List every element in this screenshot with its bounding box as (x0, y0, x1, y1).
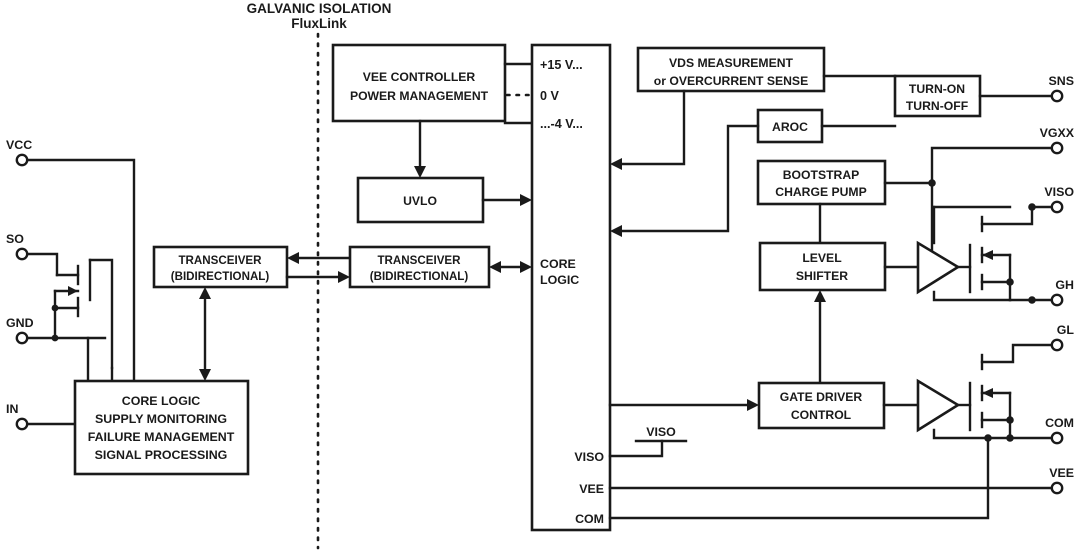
vee-controller-label-2: POWER MANAGEMENT (350, 89, 489, 103)
core-pin-vee-label: VEE (579, 482, 604, 496)
bootstrap-label-1: BOOTSTRAP (783, 168, 860, 182)
pin-terminal-gl[interactable] (1050, 338, 1064, 352)
arrow-right-core-sec (520, 261, 532, 273)
arrow-left-core-sec (489, 261, 501, 273)
transceiver-secondary-box (348, 245, 491, 289)
arrow-uvlo-core (520, 194, 532, 206)
turn-on-label: TURN-ON (909, 82, 965, 96)
transceiver-primary-label-2: (BIDIRECTIONAL) (171, 270, 270, 283)
transceiver-secondary-label-2: (BIDIRECTIONAL) (370, 270, 469, 283)
arrow-aroc-to-core (610, 225, 622, 237)
uvlo-label: UVLO (403, 194, 437, 208)
arrow-sec-to-pri (287, 252, 299, 264)
vds-measurement-box (636, 46, 826, 93)
transceiver-primary-label-1: TRANSCEIVER (178, 254, 262, 267)
wire-vcc (26, 158, 136, 383)
pin-terminal-vcc[interactable] (15, 153, 29, 167)
core-logic-primary-label-4: SIGNAL PROCESSING (95, 448, 228, 462)
vee-controller-label-1: VEE CONTROLLER (363, 70, 476, 84)
arrow-down-core-primary (199, 369, 211, 381)
gate-driver-control-label-1: GATE DRIVER (780, 390, 863, 404)
arrow-up-transceiver-primary (199, 287, 211, 299)
mosfet-hi-source-lead (88, 258, 114, 370)
pin-label-sns: SNS (1049, 74, 1074, 88)
wire-gl-pin (980, 343, 1052, 364)
transceiver-secondary-label-1: TRANSCEIVER (377, 254, 461, 267)
rail-negative-label: ...-4 V... (540, 117, 583, 131)
core-pin-com-label: COM (575, 512, 604, 526)
pin-label-so: SO (6, 232, 24, 246)
arrow-veectrl-uvlo (414, 166, 426, 178)
pin-terminal-com[interactable] (1050, 431, 1064, 445)
pin-label-vcc: VCC (6, 138, 32, 152)
core-pin-viso-label: VISO (574, 450, 604, 464)
core-logic-secondary-label-1: CORE (540, 257, 576, 271)
arrow-vds-to-core (610, 158, 622, 170)
pin-label-in: IN (6, 402, 18, 416)
core-logic-primary-label-1: CORE LOGIC (122, 394, 201, 408)
wire-com-return (608, 436, 990, 520)
low-side-buffer-triangle (916, 378, 961, 433)
pin-label-vee: VEE (1049, 466, 1074, 480)
level-shifter-label-1: LEVEL (802, 251, 842, 265)
aroc-label: AROC (772, 120, 808, 134)
hs-mosfet-drain-lead (980, 205, 1034, 226)
wire-so (26, 252, 59, 277)
pin-label-viso: VISO (1044, 185, 1074, 199)
core-logic-primary-box (73, 379, 250, 476)
pin-label-vgxx: VGXX (1040, 126, 1075, 140)
junction-com-a (1006, 434, 1014, 442)
junction-gnd (51, 334, 59, 342)
turn-off-label: TURN-OFF (906, 99, 968, 113)
arrow-core-gatedriver (747, 399, 759, 411)
core-logic-primary-label-3: FAILURE MANAGEMENT (88, 430, 235, 444)
pin-label-com: COM (1045, 416, 1074, 430)
wire-com-rail (932, 428, 1052, 440)
turn-on-off-box (893, 74, 982, 118)
hs-mosfet-body-arrow (982, 250, 993, 260)
core-logic-secondary-box (530, 43, 612, 532)
wire-vds-to-core (620, 89, 686, 166)
level-shifter-label-2: SHIFTER (796, 269, 848, 283)
pin-terminal-in[interactable] (15, 417, 29, 431)
pin-label-gh: GH (1055, 278, 1074, 292)
diagram-title-line2: FluxLink (291, 16, 347, 31)
rail-positive-label: +15 V... (540, 58, 583, 72)
wire-viso-tap (608, 439, 664, 458)
pin-terminal-gh[interactable] (1050, 293, 1064, 307)
level-shifter-box (758, 241, 887, 292)
pin-terminal-vee[interactable] (1050, 481, 1064, 495)
core-logic-primary-label-2: SUPPLY MONITORING (95, 412, 227, 426)
pin-terminal-gnd[interactable] (15, 331, 29, 345)
viso-tap-label: VISO (646, 425, 676, 439)
wire-hs-bottom-rail (932, 290, 1012, 302)
transceiver-primary-box (152, 245, 289, 289)
bootstrap-label-2: CHARGE PUMP (775, 185, 866, 199)
pin-terminal-sns[interactable] (1050, 89, 1064, 103)
wire-vgxx (930, 146, 1052, 185)
core-logic-secondary-label-2: LOGIC (540, 273, 579, 287)
mosfet-lo-arrow-head (68, 286, 78, 296)
pin-terminal-vgxx[interactable] (1050, 141, 1064, 155)
junction-mosfet-gate (51, 304, 59, 312)
gate-driver-control-label-2: CONTROL (791, 408, 852, 422)
arrow-core-levelshifter (814, 290, 826, 302)
pin-label-gnd: GND (6, 316, 34, 330)
bootstrap-charge-pump-box (756, 159, 887, 206)
vds-measurement-label-2: or OVERCURRENT SENSE (654, 74, 808, 88)
uvlo-box (356, 176, 485, 224)
pin-label-gl: GL (1057, 323, 1075, 337)
diagram-title-line1: GALVANIC ISOLATION (247, 1, 392, 16)
high-side-buffer-triangle (916, 240, 961, 295)
pin-terminal-viso[interactable] (1050, 200, 1064, 214)
arrow-pri-to-sec (338, 271, 350, 283)
vee-controller-box (331, 43, 507, 123)
pin-terminal-so[interactable] (15, 247, 29, 261)
vds-measurement-label-1: VDS MEASUREMENT (669, 56, 793, 70)
rail-zero-label: 0 V (540, 89, 560, 103)
ls-mosfet-body-arrow (982, 388, 993, 398)
wire-aroc-to-core (620, 124, 760, 233)
